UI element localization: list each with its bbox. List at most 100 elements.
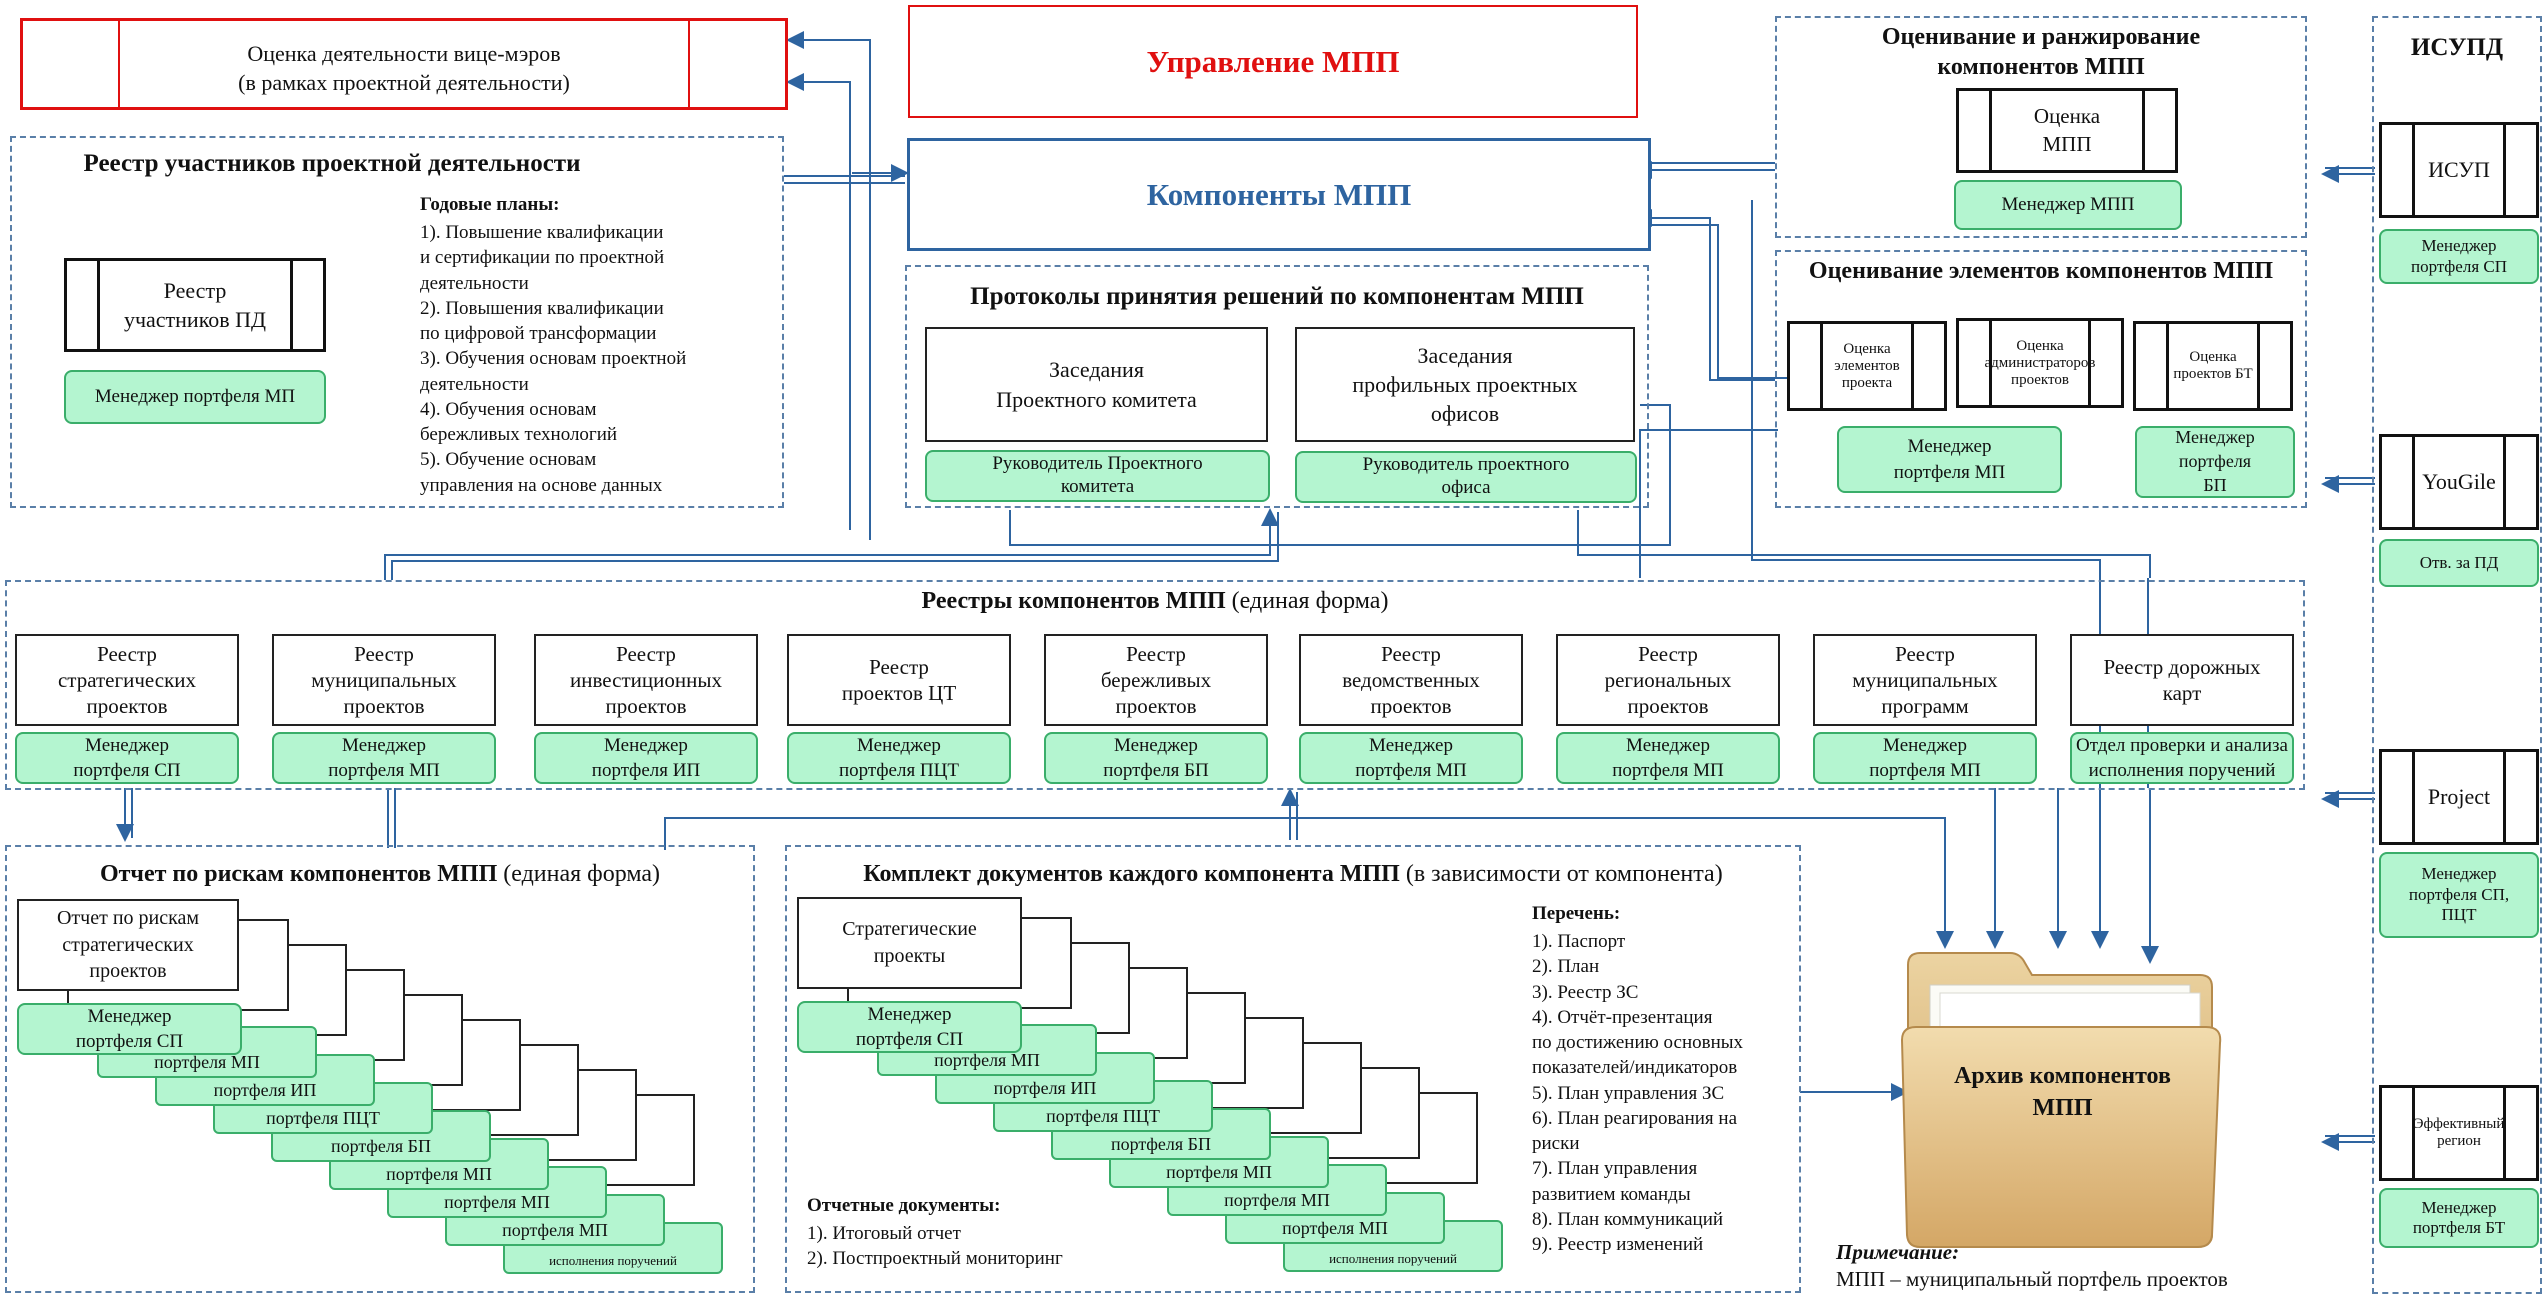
protocols-title: Протоколы принятия решений по компонента…	[970, 283, 1584, 310]
ranking-title: Оценивание и ранжирование компонентов МП…	[1881, 24, 2201, 80]
effective-region-manager: Менеджер портфеля БТ	[2379, 1188, 2539, 1248]
stacked-manager-label: исполнения поручений	[1329, 1251, 1457, 1266]
ranking-manager: Менеджер МПП	[1954, 180, 2182, 230]
docs-title-suffix: (в зависимости от компонента)	[1399, 861, 1723, 887]
components-title: Компоненты МПП	[1146, 176, 1412, 212]
docs-list-title: Перечень:	[1532, 903, 1621, 924]
stacked-manager-label: портфеля МП	[1166, 1162, 1272, 1182]
elements-eval-title: Оценивание элементов компонентов МПП	[1808, 258, 2274, 284]
registry-manager: Менеджер портфеля МП	[272, 732, 496, 784]
isup-name: ИСУП	[2428, 157, 2490, 182]
registry-box: Реестр стратегических проектов	[15, 634, 239, 726]
registries-title-suffix: (единая форма)	[1225, 588, 1389, 614]
registry-manager: Менеджер портфеля МП	[1556, 732, 1780, 784]
effective-region-name: Эффективный регион	[2413, 1116, 2505, 1149]
stacked-manager-label: портфеля ПЦТ	[1046, 1106, 1160, 1126]
risks-title-wrap: Отчет по рискам компонентов МПП (единая …	[7, 861, 753, 888]
meeting-profile-offices: Заседания профильных проектных офисов	[1295, 327, 1635, 442]
annual-plans-text: 1). Повышение квалификации и сертификаци…	[420, 222, 687, 496]
front-doc: Стратегические проекты	[797, 897, 1022, 989]
stacked-manager-label: портфеля МП	[1224, 1190, 1330, 1210]
stacked-manager-label: портфеля МП	[502, 1220, 608, 1240]
stacked-manager-label: портфеля МП	[934, 1050, 1040, 1070]
front-manager: Менеджер портфеля СП	[17, 1003, 242, 1055]
stacked-manager-label: портфеля МП	[1282, 1218, 1388, 1238]
stacked-manager-label: портфеля ИП	[213, 1080, 317, 1100]
protocols-section: Протоколы принятия решений по компонента…	[905, 265, 1649, 508]
archive-folder: Архив компонентов МПП	[1900, 945, 2225, 1250]
risks-section: Отчет по рискам компонентов МПП (единая …	[5, 845, 755, 1293]
note-title: Примечание:	[1836, 1240, 1960, 1264]
registry-box: Реестр бережливых проектов	[1044, 634, 1268, 726]
stacked-manager-label: исполнения поручений	[549, 1253, 677, 1268]
registries-section: Реестры компонентов МПП (единая форма) Р…	[5, 580, 2305, 790]
protocols-manager-2: Руководитель проектного офиса	[1295, 451, 1637, 503]
risks-title: Отчет по рискам компонентов МПП	[99, 861, 498, 887]
project-system: Project	[2379, 749, 2539, 845]
isup-manager: Менеджер портфеля СП	[2379, 229, 2539, 284]
stacked-manager-label: портфеля БП	[1110, 1134, 1211, 1154]
isup-system: ИСУП	[2379, 122, 2539, 218]
registry-box: Реестр муниципальных проектов	[272, 634, 496, 726]
project-manager: Менеджер портфеля СП, ПЦТ	[2379, 852, 2539, 938]
yougile-name: YouGile	[2422, 469, 2496, 494]
stacked-manager-label: портфеля БП	[330, 1136, 431, 1156]
stacked-manager-label: портфеля ПЦТ	[266, 1108, 380, 1128]
components-box: Компоненты МПП	[907, 138, 1651, 251]
stacked-manager-label: портфеля МП	[444, 1192, 550, 1212]
registry-manager: Отдел проверки и анализа исполнения пору…	[2070, 732, 2294, 784]
registry-box: Реестр инвестиционных проектов	[534, 634, 758, 726]
annual-plans-title: Годовые планы:	[420, 194, 560, 215]
registry-manager: Менеджер портфеля ИП	[534, 732, 758, 784]
registry-manager: Менеджер портфеля ПЦТ	[787, 732, 1011, 784]
management-title: Управление МПП	[1146, 43, 1400, 79]
yougile-system: YouGile	[2379, 434, 2539, 530]
elements-eval-manager-2: Менеджер портфеля БП	[2135, 426, 2295, 498]
registry-manager: Менеджер портфеля СП	[15, 732, 239, 784]
elements-eval-box-2: Оценка администраторов проектов	[1956, 318, 2124, 408]
registry-box: Реестр проектов ЦТ	[787, 634, 1011, 726]
registry-manager: Менеджер портфеля МП	[1299, 732, 1523, 784]
registry-manager: Менеджер портфеля МП	[1813, 732, 2037, 784]
ranking-section: Оценивание и ранжирование компонентов МП…	[1775, 16, 2307, 238]
isupd-title: ИСУПД	[2410, 34, 2504, 61]
front-doc: Отчет по рискам стратегических проектов	[17, 899, 239, 991]
registries-title: Реестры компонентов МПП	[921, 588, 1226, 614]
stacked-manager-label: портфеля МП	[386, 1164, 492, 1184]
stacked-manager-label: портфеля ИП	[993, 1078, 1097, 1098]
folder-icon	[1900, 952, 2222, 1248]
meeting-project-committee: Заседания Проектного комитета	[925, 327, 1268, 442]
vice-mayors-label: Оценка деятельности вице-мэров (в рамках…	[238, 41, 570, 96]
yougile-manager: Отв. за ПД	[2379, 539, 2539, 587]
isupd-column: ИСУПД ИСУП Менеджер портфеля СП YouGile …	[2372, 16, 2542, 1294]
participants-box: Реестр участников ПД	[64, 258, 326, 352]
effective-region-system: Эффективный регион	[2379, 1085, 2539, 1181]
registry-box: Реестр дорожных карт	[2070, 634, 2294, 726]
docs-title: Комплект документов каждого компонента М…	[863, 861, 1400, 887]
registry-box: Реестр региональных проектов	[1556, 634, 1780, 726]
participants-manager: Менеджер портфеля МП	[64, 370, 326, 424]
docs-list-text: 1). Паспорт 2). План 3). Реестр ЗС 4). О…	[1532, 931, 1744, 1256]
registries-title-wrap: Реестры компонентов МПП (единая форма)	[7, 588, 2303, 615]
protocols-manager-1: Руководитель Проектного комитета	[925, 450, 1270, 502]
ranking-box: Оценка МПП	[1956, 88, 2178, 173]
registry-manager: Менеджер портфеля БП	[1044, 732, 1268, 784]
archive-label: Архив компонентов МПП	[1954, 1063, 2171, 1122]
elements-eval-section: Оценивание элементов компонентов МПП Оце…	[1775, 250, 2307, 508]
elements-eval-manager-1: Менеджер портфеля МП	[1837, 426, 2062, 493]
risks-title-suffix: (единая форма)	[497, 861, 661, 887]
management-box: Управление МПП	[908, 5, 1638, 118]
registry-box: Реестр ведомственных проектов	[1299, 634, 1523, 726]
reports-title: Отчетные документы:	[807, 1195, 1001, 1216]
project-name: Project	[2427, 784, 2491, 809]
reports-text: 1). Итоговый отчет 2). Постпроектный мон…	[807, 1223, 1063, 1270]
elements-eval-box-3: Оценка проектов БТ	[2133, 321, 2293, 411]
note-text: МПП – муниципальный портфель проектов	[1836, 1267, 2228, 1291]
stacked-manager-label: портфеля МП	[154, 1052, 260, 1072]
registry-box: Реестр муниципальных программ	[1813, 634, 2037, 726]
docs-section: Комплект документов каждого компонента М…	[785, 845, 1801, 1293]
elements-eval-box-1: Оценка элементов проекта	[1787, 321, 1947, 411]
front-manager: Менеджер портфеля СП	[797, 1001, 1022, 1053]
participants-title: Реестр участников проектной деятельности	[83, 150, 581, 177]
